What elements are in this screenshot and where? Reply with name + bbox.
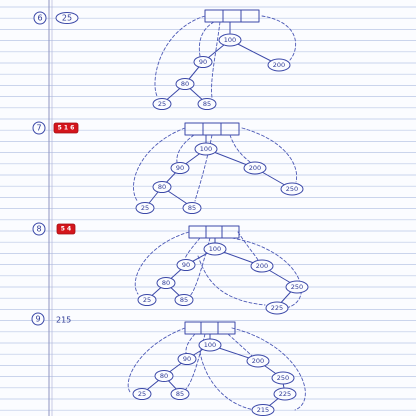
step-7: 7 5 1 6 bbox=[32, 121, 304, 214]
step-8-node-80-text: 80 bbox=[162, 279, 170, 287]
step-6-value: 25 bbox=[55, 12, 79, 24]
step-9-number: 9 bbox=[31, 312, 45, 326]
step-9: 9 215 bbox=[31, 312, 306, 416]
step-9-node-25-text: 25 bbox=[138, 390, 146, 398]
step-9-node-90: 90 bbox=[177, 353, 197, 365]
step-9-number-text: 9 bbox=[35, 315, 40, 324]
step-8-node-250: 250 bbox=[285, 280, 309, 294]
step-7-node-25: 25 bbox=[135, 202, 155, 214]
step-6-number: 6 bbox=[33, 11, 47, 25]
step-7-value-text: 5 1 6 bbox=[58, 125, 75, 132]
step-8-node-200: 200 bbox=[250, 259, 274, 273]
step-9-node-200: 200 bbox=[246, 354, 270, 368]
step-8-node-80: 80 bbox=[156, 277, 176, 289]
step-7-node-250-text: 250 bbox=[286, 185, 298, 193]
step-7-number: 7 bbox=[32, 121, 46, 135]
step-8-node-225-text: 225 bbox=[271, 304, 283, 312]
step-8-number-text: 8 bbox=[36, 225, 41, 234]
step-7-edges bbox=[133, 127, 298, 208]
step-7-tree: 100 90 200 250 80 bbox=[135, 142, 304, 214]
step-7-value-tag: 5 1 6 bbox=[53, 122, 79, 134]
step-7-number-text: 7 bbox=[36, 124, 41, 133]
step-7-array bbox=[184, 122, 240, 136]
step-9-value-text: 215 bbox=[56, 316, 71, 325]
step-6-node-100-text: 100 bbox=[224, 36, 236, 44]
step-6-node-25-text: 25 bbox=[158, 100, 166, 108]
step-6-tree: 100 90 200 80 25 bbox=[152, 33, 291, 110]
step-6-node-200: 200 bbox=[267, 58, 291, 72]
step-7-node-200-text: 200 bbox=[249, 164, 261, 172]
step-9-node-250: 250 bbox=[271, 371, 295, 385]
step-8-number: 8 bbox=[32, 222, 46, 236]
step-8-node-25: 25 bbox=[137, 294, 157, 306]
step-9-node-85: 85 bbox=[170, 388, 190, 400]
step-6-node-25: 25 bbox=[152, 98, 172, 110]
step-9-node-85-text: 85 bbox=[176, 390, 184, 398]
step-8-array bbox=[188, 225, 240, 239]
step-6-node-90-text: 90 bbox=[199, 58, 207, 66]
step-6-node-85-text: 85 bbox=[203, 100, 211, 108]
step-7-node-250: 250 bbox=[280, 182, 304, 196]
step-9-node-80: 80 bbox=[154, 370, 174, 382]
step-9-node-250-text: 250 bbox=[277, 374, 289, 382]
step-8-node-25-text: 25 bbox=[143, 296, 151, 304]
step-6-node-200-text: 200 bbox=[273, 61, 285, 69]
step-7-node-90: 90 bbox=[170, 162, 190, 174]
step-6-node-100: 100 bbox=[218, 33, 242, 47]
step-6-array bbox=[204, 9, 260, 23]
step-9-node-225-text: 225 bbox=[279, 390, 291, 398]
step-9-node-215-text: 215 bbox=[257, 406, 269, 414]
step-7-node-100: 100 bbox=[194, 142, 218, 156]
step-7-node-80-text: 80 bbox=[158, 183, 166, 191]
step-7-node-90-text: 90 bbox=[176, 164, 184, 172]
step-9-node-215: 215 bbox=[251, 404, 275, 416]
step-8-node-200-text: 200 bbox=[256, 262, 268, 270]
step-7-node-80: 80 bbox=[152, 181, 172, 193]
step-6-node-80: 80 bbox=[175, 78, 195, 90]
step-8-value-tag: 5 4 bbox=[56, 223, 76, 235]
step-6-value-text: 25 bbox=[62, 14, 72, 23]
step-8-node-250-text: 250 bbox=[291, 283, 303, 291]
step-7-node-85-text: 85 bbox=[188, 204, 196, 212]
step-7-node-25-text: 25 bbox=[141, 204, 149, 212]
step-7-node-100-text: 100 bbox=[200, 145, 212, 153]
step-9-node-80-text: 80 bbox=[160, 372, 168, 380]
step-8-node-90-text: 90 bbox=[182, 261, 190, 269]
step-9-node-100-text: 100 bbox=[204, 341, 216, 349]
step-8-node-100-text: 100 bbox=[209, 245, 221, 253]
step-8-node-90: 90 bbox=[176, 259, 196, 271]
step-8-node-225: 225 bbox=[265, 301, 289, 315]
step-7-node-85: 85 bbox=[182, 202, 202, 214]
step-6-node-85: 85 bbox=[197, 98, 217, 110]
step-6-node-90: 90 bbox=[193, 56, 213, 68]
step-9-array bbox=[184, 321, 236, 335]
step-9-node-200-text: 200 bbox=[252, 357, 264, 365]
step-9-node-25: 25 bbox=[132, 388, 152, 400]
step-8-value-text: 5 4 bbox=[61, 226, 71, 233]
step-6: 6 25 bbox=[33, 9, 297, 110]
step-7-node-200: 200 bbox=[243, 161, 267, 175]
step-8-node-100: 100 bbox=[203, 242, 227, 256]
step-9-tree: 100 90 200 80 250 bbox=[132, 338, 297, 416]
step-6-number-text: 6 bbox=[37, 14, 42, 23]
step-8: 8 5 4 bbox=[32, 222, 309, 315]
step-8-node-85-text: 85 bbox=[180, 296, 188, 304]
step-8-tree: 100 90 200 80 250 bbox=[137, 242, 309, 315]
step-9-node-100: 100 bbox=[198, 338, 222, 352]
step-9-node-90-text: 90 bbox=[183, 355, 191, 363]
step-8-node-85: 85 bbox=[174, 294, 194, 306]
step-9-node-225: 225 bbox=[273, 387, 297, 401]
step-6-node-80-text: 80 bbox=[181, 80, 189, 88]
